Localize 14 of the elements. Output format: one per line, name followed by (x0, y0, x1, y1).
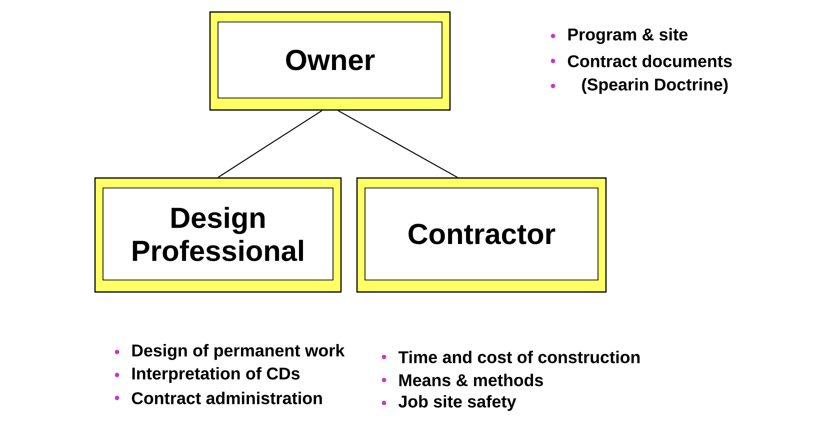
bullet-item: Interpretation of CDs (114, 367, 300, 383)
bullet-item: (Spearin Doctrine) (550, 78, 728, 94)
org-box: Contractor (356, 177, 607, 293)
bullet-item: Program & site (550, 28, 688, 44)
org-box: Owner (209, 11, 451, 111)
bullet-item: Means & methods (382, 374, 543, 386)
bullet-item: Contract administration (114, 392, 322, 404)
bullet-item: Job site safety (382, 395, 516, 411)
connector-line (338, 110, 458, 178)
bullet-item: Design of permanent work (114, 344, 345, 360)
org-box: Design Professional (94, 177, 342, 293)
bullet-item: Contract documents (550, 54, 732, 68)
bullet-item: Time and cost of construction (382, 350, 640, 364)
connector-line (218, 110, 322, 178)
